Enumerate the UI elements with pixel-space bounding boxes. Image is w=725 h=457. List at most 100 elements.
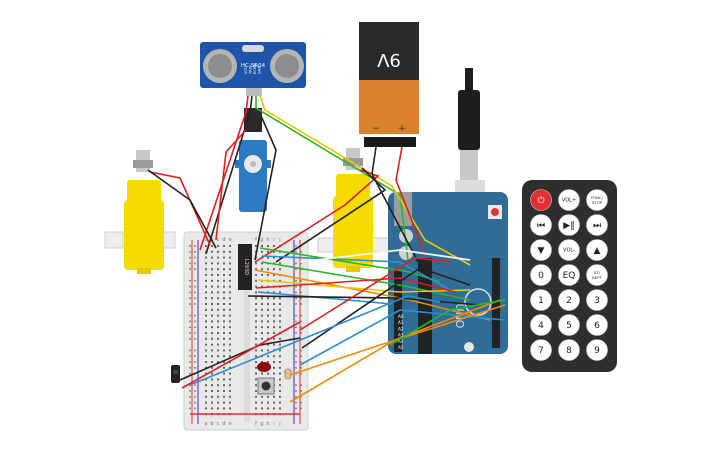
remote-button-label: REPT bbox=[592, 275, 602, 280]
wire-orange bbox=[289, 304, 506, 376]
wire-red bbox=[395, 146, 425, 253]
analog-pin-label: A4 bbox=[398, 339, 404, 344]
breadboard-column-letter: h bbox=[266, 421, 269, 427]
remote-button-label: VOL- bbox=[563, 248, 575, 254]
analog-pin-label: A0 bbox=[398, 314, 404, 319]
breadboard-column-letter: j bbox=[278, 421, 280, 427]
remote-button[interactable]: ST/REPT bbox=[586, 264, 608, 286]
wire-blue bbox=[189, 295, 441, 386]
breadboard-column-letter: d bbox=[222, 237, 225, 243]
remote-button[interactable]: 5 bbox=[558, 314, 580, 336]
breadboard-column-letter: h bbox=[266, 237, 269, 243]
servo-motor[interactable] bbox=[235, 108, 271, 212]
breadboard-column-letter: b bbox=[210, 421, 213, 427]
remote-button[interactable]: 0 bbox=[530, 264, 552, 286]
wire-green bbox=[255, 96, 409, 261]
ir-remote[interactable]: ⏻ VOL+ FUNC/STOP ⏮ ▶‖ ⏭ ▼ VOL- ▲ 0 EQ ST/REPT 1 2 3 4 5 6… bbox=[522, 180, 617, 372]
analog-pin-label: A5 bbox=[398, 345, 404, 350]
led[interactable] bbox=[257, 362, 271, 372]
remote-button-label: 3 bbox=[594, 296, 600, 306]
remote-button[interactable]: EQ bbox=[558, 264, 580, 286]
analog-pin-label: A2 bbox=[398, 326, 404, 331]
remote-button-label: 4 bbox=[538, 321, 544, 331]
wire-black bbox=[301, 267, 471, 349]
remote-button-label: ST/ bbox=[594, 270, 601, 275]
analog-pin-label: A1 bbox=[398, 320, 404, 325]
remote-button-label: ⏻ bbox=[537, 195, 544, 206]
wire-black bbox=[147, 169, 217, 249]
remote-button-label: 9 bbox=[594, 346, 600, 356]
remote-button[interactable]: VOL- bbox=[558, 239, 580, 261]
wire-black bbox=[254, 115, 277, 261]
remote-button[interactable]: ⏮ bbox=[530, 214, 552, 236]
remote-button[interactable]: 7 bbox=[530, 339, 552, 361]
remote-button[interactable]: ⏻ bbox=[530, 189, 552, 211]
remote-button-label: ⏮ bbox=[537, 221, 545, 231]
remote-button-label: VOL+ bbox=[562, 198, 576, 204]
remote-button[interactable]: VOL+ bbox=[558, 189, 580, 211]
remote-button[interactable]: 8 bbox=[558, 339, 580, 361]
breadboard-column-letter: d bbox=[222, 421, 225, 427]
remote-button-label: 1 bbox=[538, 296, 544, 306]
remote-button[interactable]: ▶‖ bbox=[558, 214, 580, 236]
remote-button[interactable]: ▲ bbox=[586, 239, 608, 261]
remote-button-label: ▶‖ bbox=[563, 221, 574, 231]
wire-black bbox=[205, 95, 253, 255]
breadboard-column-letter: c bbox=[217, 237, 220, 243]
sensor-pin-label: TRIG bbox=[249, 65, 253, 75]
push-button[interactable] bbox=[257, 377, 275, 395]
remote-button-label: 8 bbox=[566, 346, 572, 356]
remote-button-label: 2 bbox=[566, 296, 572, 306]
wire-black bbox=[275, 167, 387, 263]
remote-button-label: ⏭ bbox=[593, 221, 601, 231]
remote-button[interactable]: 4 bbox=[530, 314, 552, 336]
remote-button[interactable]: ⏭ bbox=[586, 214, 608, 236]
breadboard-column-letter: c bbox=[217, 421, 220, 427]
resistor[interactable] bbox=[284, 368, 292, 380]
breadboard-column-letter: i bbox=[273, 237, 274, 243]
remote-button-label: 5 bbox=[566, 321, 572, 331]
remote-button-label: ▼ bbox=[538, 246, 545, 256]
sensor-model-label: HC-SR04 bbox=[241, 63, 266, 69]
sensor-pin-label: GND bbox=[258, 66, 262, 74]
wire-red bbox=[299, 257, 451, 331]
remote-button-label: 6 bbox=[594, 321, 600, 331]
chip-label: L293D bbox=[243, 259, 249, 275]
remote-button[interactable]: 9 bbox=[586, 339, 608, 361]
l293d-driver-chip[interactable]: L293D bbox=[238, 244, 252, 290]
remote-button[interactable]: 1 bbox=[530, 289, 552, 311]
wire-red bbox=[181, 321, 301, 389]
wire-black bbox=[247, 295, 481, 306]
left-dc-motor[interactable] bbox=[104, 150, 176, 274]
ir-receiver[interactable] bbox=[171, 365, 180, 383]
9v-battery[interactable]: 9V − + bbox=[359, 22, 419, 147]
wire-green bbox=[261, 261, 471, 301]
breadboard-column-letter: g bbox=[260, 421, 263, 427]
remote-button[interactable]: 3 bbox=[586, 289, 608, 311]
wire-blue bbox=[261, 255, 451, 291]
wire-yellow bbox=[259, 95, 471, 266]
breadboard-column-letter: g bbox=[260, 237, 263, 243]
remote-button-label: ▲ bbox=[594, 246, 601, 256]
wire-red bbox=[199, 95, 249, 251]
wire-white bbox=[299, 249, 471, 263]
remote-button-label: STOP bbox=[592, 200, 603, 205]
wire-green bbox=[389, 299, 506, 346]
battery-label: 9V bbox=[376, 49, 400, 70]
wire-red bbox=[255, 277, 456, 293]
remote-button[interactable]: ▼ bbox=[530, 239, 552, 261]
wire-red bbox=[215, 129, 247, 241]
remote-button-label: 7 bbox=[538, 346, 544, 356]
remote-button[interactable]: 6 bbox=[586, 314, 608, 336]
remote-button-label: 0 bbox=[538, 271, 544, 281]
wire-red bbox=[149, 171, 211, 246]
battery-minus-label: − bbox=[372, 124, 380, 134]
remote-button[interactable]: FUNC/STOP bbox=[586, 189, 608, 211]
remote-button[interactable]: 2 bbox=[558, 289, 580, 311]
sensor-pin-label: VCC bbox=[244, 66, 248, 74]
